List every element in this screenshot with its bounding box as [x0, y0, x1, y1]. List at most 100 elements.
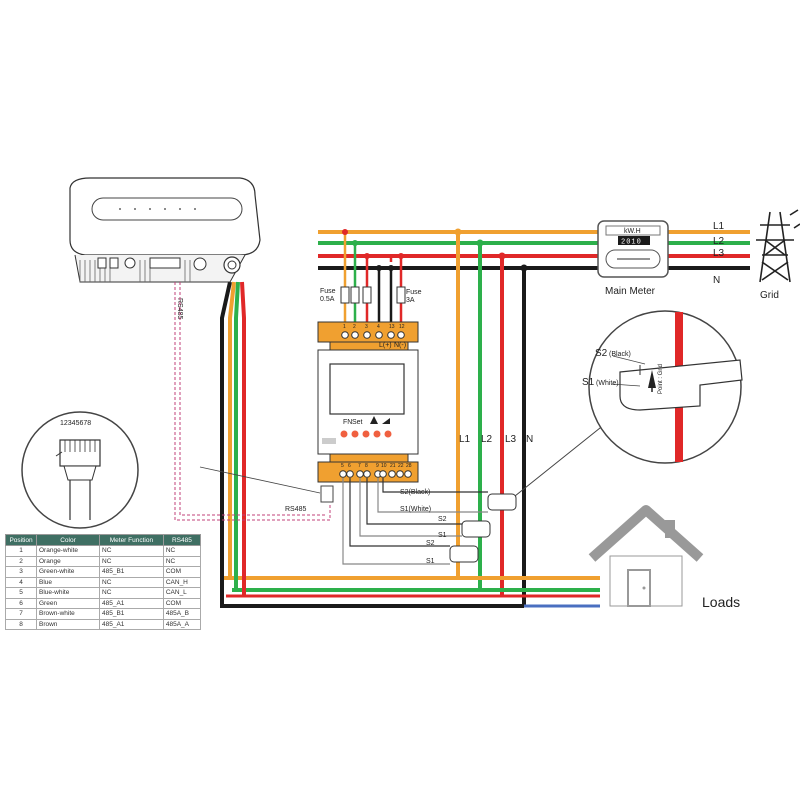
meter-terminal-screw	[351, 331, 359, 339]
meter-terminal-number: 3	[365, 324, 368, 330]
fuse-left-label-1: Fuse	[320, 288, 336, 295]
table-cell: NC	[162, 545, 202, 557]
col-meter-function: Meter Function	[99, 534, 164, 546]
meter-terminal-screw	[363, 331, 371, 339]
meter-wires	[340, 229, 406, 322]
table-cell: 7	[5, 608, 37, 620]
table-cell: 8	[5, 618, 37, 630]
table-cell: Blue	[36, 576, 100, 588]
table-cell: NC	[99, 545, 164, 557]
fuse-left-label-2: 0.5A	[320, 296, 335, 303]
table-cell: COM	[162, 597, 202, 609]
table-cell: Blue-white	[36, 587, 100, 599]
meter-terminal-screw	[375, 331, 383, 339]
meter-terminal-screw	[341, 331, 349, 339]
inverter-cables	[220, 281, 246, 606]
meter-terminal-screw	[379, 470, 387, 478]
table-cell: Orange-white	[36, 545, 100, 557]
table-cell: 485A_A	[162, 618, 202, 630]
loads-label: Loads	[702, 594, 740, 610]
meter-label-n: N(-)	[394, 342, 406, 349]
house-icon	[588, 505, 704, 607]
grid-label-l3: L3	[713, 248, 725, 259]
table-cell: Orange	[36, 555, 100, 567]
meter-terminal-screw	[397, 331, 405, 339]
main-meter-reading: 2010	[621, 239, 642, 247]
grid-label-l1: L1	[713, 221, 725, 232]
meter-terminal-screw	[339, 470, 347, 478]
meter-terminal-number: 9	[376, 463, 379, 469]
ct-detail-arrow-label: Point : Grid	[658, 364, 664, 394]
ct-label-s1: S1	[438, 532, 447, 539]
col-rs485: RS485	[162, 534, 202, 546]
pinout-table-header: Position Color Meter Function RS485	[5, 534, 202, 546]
table-cell: 3	[5, 566, 37, 578]
meter-terminal-screw	[404, 470, 412, 478]
table-cell: Brown	[36, 618, 100, 630]
meter-terminal-screw	[396, 470, 404, 478]
grid-label-n: N	[713, 275, 720, 286]
bus-label-l1: L1	[459, 434, 471, 445]
meter-terminal-number: 12	[399, 324, 405, 330]
table-cell: 1	[5, 545, 37, 557]
main-meter-title: Main Meter	[605, 286, 656, 297]
meter-rs485-label: RS485	[285, 506, 307, 513]
meter-terminal-number: 2	[353, 324, 356, 330]
table-cell: 485_B1	[99, 566, 164, 578]
meter-btn-set: Set	[352, 419, 363, 426]
grid-label-l2: L2	[713, 236, 725, 247]
main-meter: kW.H 2010	[597, 220, 669, 278]
meter-terminal-screw	[388, 470, 396, 478]
meter-terminal-screw	[387, 331, 395, 339]
meter-terminal-number: 4	[377, 324, 380, 330]
ct-label-s2: S2	[438, 516, 447, 523]
meter-btn-fn: FN	[343, 419, 352, 426]
rj45-connector-magnifier	[21, 411, 139, 529]
table-cell: 485A_B	[162, 608, 202, 620]
grid-label: Grid	[760, 290, 779, 301]
meter-terminal-screw	[346, 470, 354, 478]
table-cell: 2	[5, 555, 37, 567]
table-cell: NC	[99, 587, 164, 599]
meter-terminal-number: 1	[343, 324, 346, 330]
table-cell: CAN_L	[162, 587, 202, 599]
table-cell: 485_A1	[99, 597, 164, 609]
table-cell: Green	[36, 597, 100, 609]
table-cell: Green-white	[36, 566, 100, 578]
meter-terminal-screw	[356, 470, 364, 478]
meter-terminal-number: 10	[381, 463, 387, 469]
rs485-cable	[174, 282, 331, 521]
ct-detail-s2-paren: (Black)	[609, 351, 631, 358]
table-cell: NC	[162, 555, 202, 567]
table-cell: 6	[5, 597, 37, 609]
meter-terminal-screw	[363, 470, 371, 478]
table-cell: COM	[162, 566, 202, 578]
meter-terminal-number: 6	[348, 463, 351, 469]
meter-terminal-number: 13	[389, 324, 395, 330]
ct-clamps	[449, 493, 517, 563]
table-cell: 5	[5, 587, 37, 599]
fuse-right-label-2: 3A	[406, 297, 415, 304]
ct-wires	[342, 478, 488, 565]
meter-terminal-number: 8	[365, 463, 368, 469]
meter-terminal-number: 22	[398, 463, 404, 469]
ct-label-s2-black: S2(Black)	[400, 489, 430, 496]
meter-label-l: L(+)	[379, 342, 392, 349]
table-cell: 4	[5, 576, 37, 588]
ct-label-s1b: S1	[426, 558, 435, 565]
inverter: RS485	[69, 177, 261, 320]
meter-terminal-number: 7	[358, 463, 361, 469]
table-cell: NC	[99, 555, 164, 567]
bus-label-l2: L2	[481, 434, 493, 445]
table-cell: CAN_H	[162, 576, 202, 588]
bus-label-l3: L3	[505, 434, 517, 445]
table-cell: NC	[99, 576, 164, 588]
